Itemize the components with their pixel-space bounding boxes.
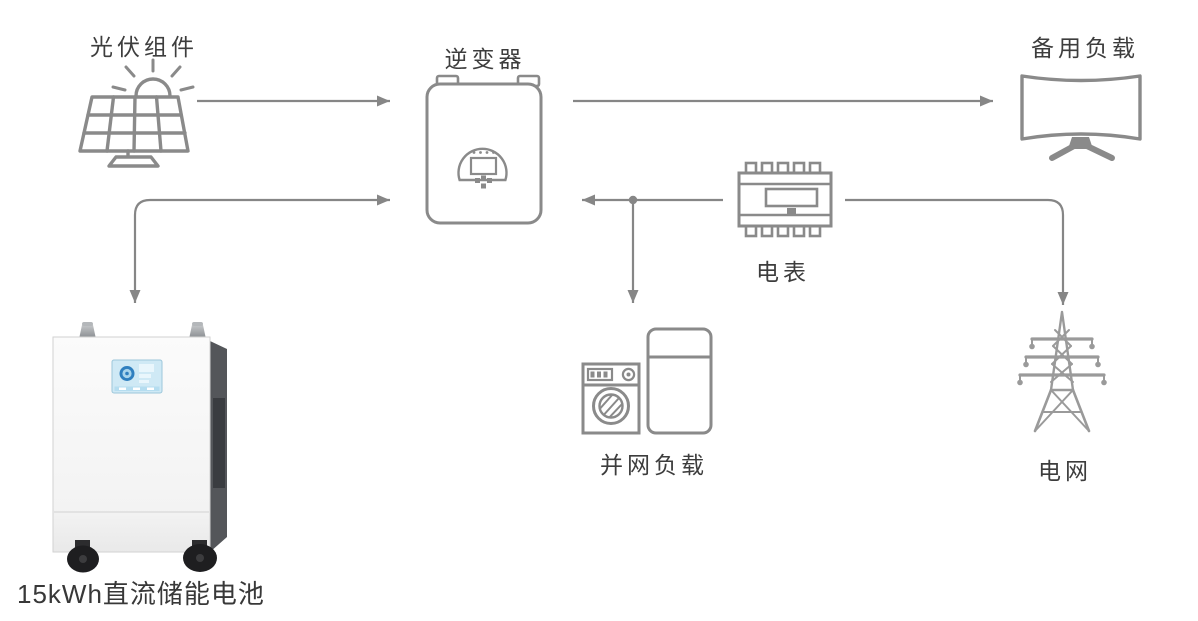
label-inverter: 逆变器 xyxy=(444,46,526,72)
label-grid: 电网 xyxy=(1038,458,1092,484)
washing-machine-icon xyxy=(581,362,641,435)
arrow-battery-inverter-bidirectional xyxy=(129,194,390,303)
battery-handle-icon xyxy=(79,322,206,339)
junction-dot xyxy=(628,195,638,205)
transmission-tower-icon xyxy=(1017,310,1107,433)
fridge-icon xyxy=(646,327,713,435)
label-meter: 电表 xyxy=(756,259,810,285)
inverter-icon xyxy=(425,74,543,225)
washer-and-fridge-icon xyxy=(581,327,713,435)
battery-display-screen xyxy=(111,359,163,394)
label-pv-modules: 光伏组件 xyxy=(90,34,198,60)
label-grid-load: 并网负载 xyxy=(600,452,708,478)
battery-cabinet-image xyxy=(52,322,227,573)
label-battery: 15kWh直流储能电池 xyxy=(17,579,265,609)
label-backup-load: 备用负载 xyxy=(1031,35,1139,61)
energy-meter-icon xyxy=(737,161,833,238)
arrow-meter-to-grid xyxy=(845,198,1069,305)
curved-tv-icon xyxy=(1020,74,1142,161)
solar-panel-icon xyxy=(78,58,195,168)
battery-caster-wheels xyxy=(67,540,217,573)
